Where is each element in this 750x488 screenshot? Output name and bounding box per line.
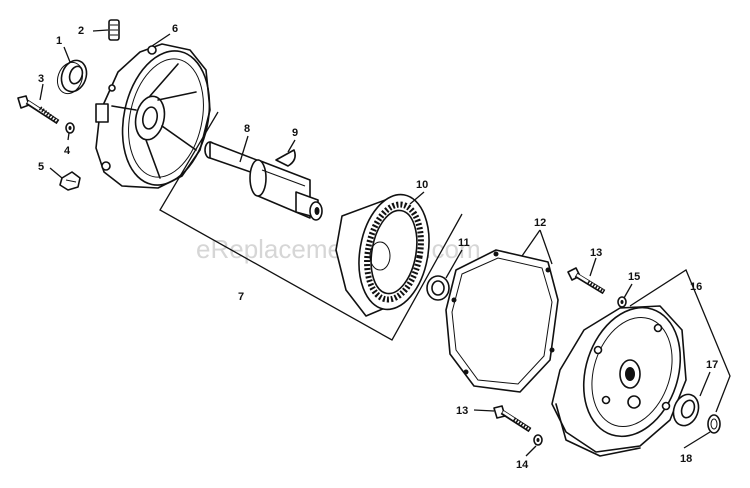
callout-1: 1 [56, 35, 62, 47]
part-14-lock-washer [533, 434, 543, 446]
leader-lines [39, 29, 711, 457]
part-8-shaft [204, 141, 323, 221]
callout-7: 7 [238, 291, 244, 303]
callout-6: 6 [172, 23, 178, 35]
callout-9: 9 [292, 127, 298, 139]
callout-13-lower: 13 [456, 405, 468, 417]
callout-16: 16 [690, 281, 702, 293]
assembly-16-bracket [629, 269, 731, 413]
part-1-oil-seal [56, 59, 88, 95]
callout-8: 8 [244, 123, 250, 135]
callout-18: 18 [680, 453, 692, 465]
part-5-nut [59, 171, 81, 191]
part-3-bolt [17, 95, 60, 125]
callout-12: 12 [534, 217, 546, 229]
callout-5: 5 [38, 161, 44, 173]
callout-10: 10 [416, 179, 428, 191]
part-17-oil-seal [672, 393, 700, 427]
part-13-bolt-upper [567, 267, 606, 295]
part-11-thrust-washer [426, 275, 450, 301]
assembly-7-bracket [159, 111, 463, 341]
part-9-key [275, 149, 296, 167]
callout-13-upper: 13 [590, 247, 602, 259]
callout-14: 14 [516, 459, 529, 471]
part-18-o-ring [707, 414, 721, 434]
part-12-gasket [445, 249, 559, 393]
part-2-set-screw [108, 19, 120, 41]
part-10-ring-gear [335, 193, 430, 317]
callout-11: 11 [458, 237, 470, 249]
part-15-plug [617, 296, 627, 308]
callout-3: 3 [38, 73, 44, 85]
callout-2: 2 [78, 25, 84, 37]
part-4-lock-washer [65, 122, 75, 134]
callout-17: 17 [706, 359, 718, 371]
part-13-bolt-lower [493, 405, 532, 433]
part-6-front-housing [95, 43, 211, 189]
callout-15: 15 [628, 271, 640, 283]
callout-labels: 1 2 3 4 5 6 7 8 9 10 11 12 13 13 14 15 1… [38, 23, 718, 471]
part-16-rear-housing [551, 305, 687, 457]
callout-4: 4 [64, 145, 71, 157]
